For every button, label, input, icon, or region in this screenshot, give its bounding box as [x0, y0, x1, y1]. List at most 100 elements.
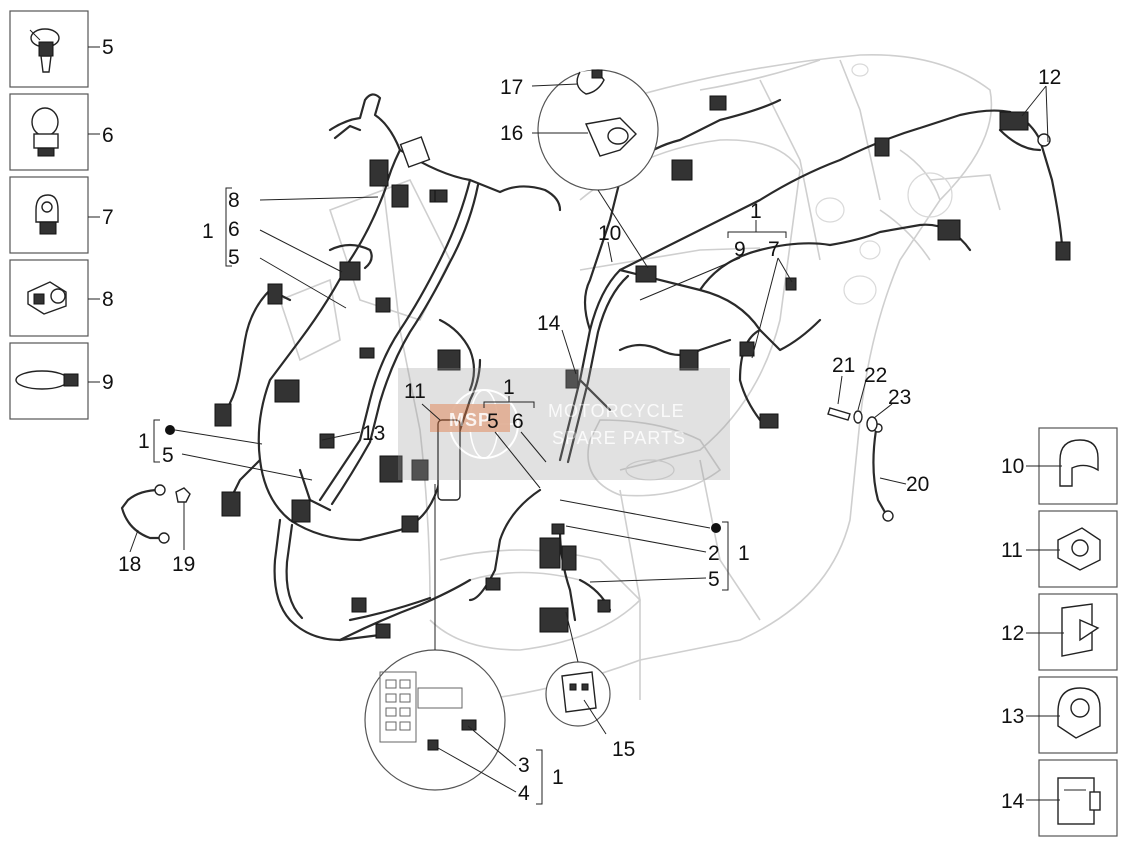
callout-5-a: 5: [228, 246, 240, 269]
callout-17: 17: [500, 76, 523, 99]
battery-cable-18: [120, 484, 170, 544]
clip-7-icon: [35, 194, 59, 235]
connector: [274, 379, 300, 403]
connector: [565, 369, 579, 389]
callout-11: 11: [404, 380, 426, 403]
connector: [291, 499, 311, 523]
callout-1-b: 1: [750, 200, 762, 223]
clip-8-icon: [27, 281, 67, 315]
callout-11-legend: 11: [1001, 539, 1023, 562]
callout-14: 14: [537, 312, 561, 335]
connector: [679, 349, 699, 371]
callout-23: 23: [888, 386, 911, 409]
cable-tie-9-icon: [15, 370, 79, 390]
callout-1-a: 1: [202, 220, 214, 243]
clip-10-icon: [1059, 439, 1099, 487]
connector: [551, 523, 565, 535]
callout-9: 9: [734, 238, 746, 261]
callout-5-c: 5: [162, 444, 174, 467]
detail-circle-15: [545, 661, 611, 727]
connector: [379, 455, 403, 483]
callout-5-legend: 5: [102, 36, 114, 59]
clip-6-icon: [31, 107, 59, 157]
clip-11-icon: [1057, 527, 1101, 571]
watermark-line2: SPARE PARTS: [552, 428, 686, 448]
connector: [874, 137, 890, 157]
callout-14-legend: 14: [1001, 790, 1025, 813]
connector: [434, 189, 448, 203]
scooter-frame-outline: [279, 53, 1001, 701]
connector: [214, 403, 232, 427]
connector: [319, 433, 335, 449]
legend-left: 5 6 7 8 9: [9, 10, 114, 420]
callout-1-d: 1: [138, 430, 150, 453]
connector: [375, 623, 391, 639]
callout-22: 22: [864, 364, 887, 387]
callout-6: 6: [228, 218, 240, 241]
nut-19: [175, 487, 191, 503]
detail-circle-16-17: [537, 69, 659, 191]
connector: [597, 599, 611, 613]
callout-13: 13: [362, 422, 385, 445]
callout-2: 2: [708, 542, 720, 565]
callouts: 1 8 6 5 17 16 10 1 9 7 12 14 11 1 5 6 13…: [118, 66, 1061, 805]
callout-10-legend: 10: [1001, 455, 1024, 478]
legend-box-11: [1038, 510, 1118, 588]
callout-13-legend: 13: [1001, 705, 1024, 728]
connector: [267, 283, 283, 305]
callout-1-f: 1: [552, 766, 564, 789]
legend-right: 10 11 12 13 14: [1001, 427, 1118, 837]
clip-13-icon: [1057, 687, 1101, 739]
connector: [437, 349, 461, 371]
callout-12-legend: 12: [1001, 622, 1024, 645]
watermark: MSP MOTORCYCLE SPARE PARTS: [398, 368, 730, 480]
detail-circle-fusebox: [364, 649, 506, 791]
callout-20: 20: [906, 473, 929, 496]
callout-12: 12: [1038, 66, 1061, 89]
callout-7-legend: 7: [102, 206, 114, 229]
connector: [561, 545, 577, 571]
connector: [1037, 133, 1051, 147]
connector: [221, 491, 241, 517]
connector: [785, 277, 797, 291]
connector: [635, 265, 657, 283]
front-wiring-loom: [214, 93, 562, 642]
connector: [759, 413, 779, 429]
clip-12-icon: [1061, 603, 1100, 657]
connector: [411, 459, 429, 481]
callout-19: 19: [172, 553, 195, 576]
callout-10: 10: [598, 222, 621, 245]
callout-8-legend: 8: [102, 288, 114, 311]
callout-3: 3: [518, 754, 530, 777]
callout-6-b: 6: [512, 410, 524, 433]
callout-21: 21: [832, 354, 855, 377]
callout-15: 15: [612, 738, 635, 761]
callout-6-legend: 6: [102, 124, 114, 147]
callout-1-e: 1: [738, 542, 750, 565]
callout-4: 4: [518, 782, 530, 805]
connector: [391, 184, 409, 208]
watermark-line1: MOTORCYCLE: [548, 401, 685, 421]
callout-8: 8: [228, 189, 240, 212]
clip-5-icon: [29, 28, 60, 73]
connector: [937, 219, 961, 241]
connector: [739, 341, 755, 357]
screw-21-washers-22-23: [827, 407, 878, 432]
watermark-logo-text: MSP: [449, 410, 491, 430]
connector: [539, 607, 569, 633]
connector: [539, 537, 561, 569]
clip-14-icon: [1057, 777, 1101, 825]
callout-16: 16: [500, 122, 523, 145]
callout-1-c: 1: [503, 376, 515, 399]
connector: [369, 159, 389, 187]
connector: [339, 261, 361, 281]
connector: [401, 515, 419, 533]
callout-18: 18: [118, 553, 141, 576]
callout-5-d: 5: [708, 568, 720, 591]
callout-7: 7: [768, 238, 780, 261]
connector: [709, 95, 727, 111]
connector: [359, 347, 375, 359]
connector: [375, 297, 391, 313]
